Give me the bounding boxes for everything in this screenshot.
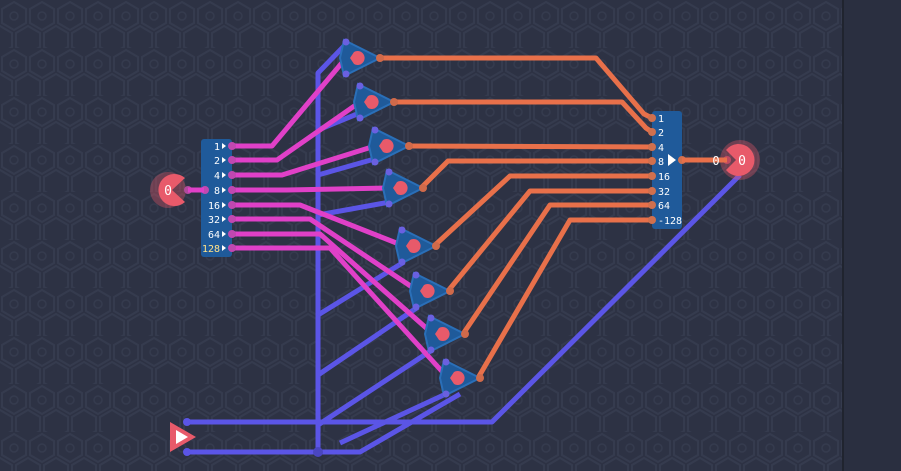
maker-bit-label: 2 — [658, 128, 664, 139]
splitter-bit-pin[interactable] — [228, 230, 236, 238]
splitter-bit-pin[interactable] — [228, 201, 236, 209]
maker-bit-label: 4 — [658, 143, 664, 154]
maker-bit-pin[interactable] — [648, 187, 656, 195]
maker-bit-label: 32 — [658, 187, 670, 198]
maker-bit-label: 64 — [658, 201, 670, 212]
maker-bit-pin[interactable] — [648, 172, 656, 180]
power-wire — [316, 347, 434, 428]
splitter-bit-arrow — [222, 231, 226, 237]
byte-maker[interactable]: 1 2 4 8 16 32 64 -128 — [648, 111, 686, 229]
maker-bit-pin[interactable] — [648, 216, 656, 224]
input-bit-wire — [232, 56, 348, 149]
not-gates-group — [338, 38, 484, 398]
not-gate[interactable] — [394, 226, 440, 266]
output-bit-wire — [378, 55, 654, 121]
output-display: 0 — [712, 154, 719, 168]
splitter-bit-pin[interactable] — [228, 244, 236, 252]
splitter-bit-pin[interactable] — [228, 156, 236, 164]
input-bit-wire — [232, 245, 450, 380]
side-panel — [842, 0, 901, 471]
power-wire — [315, 43, 347, 452]
power-wire — [318, 391, 462, 455]
splitter-bit-pin[interactable] — [228, 171, 236, 179]
output-bit-wire — [432, 173, 652, 248]
output-bit-wire — [475, 217, 652, 380]
maker-bit-pin[interactable] — [648, 157, 656, 165]
input-bit-wire — [232, 216, 420, 294]
not-gate[interactable] — [367, 126, 413, 166]
wire-junction — [313, 447, 323, 457]
not-gate[interactable] — [408, 271, 454, 311]
splitter-bit-label: 1 — [214, 142, 220, 153]
not-gate[interactable] — [438, 358, 484, 398]
power-wires — [187, 43, 742, 457]
not-gate[interactable] — [423, 314, 469, 354]
power-wire — [338, 390, 450, 446]
splitter-bit-label: 4 — [214, 171, 220, 182]
output-pin-value: 0 — [738, 154, 746, 169]
power-wire — [317, 199, 391, 218]
output-bit-wire — [460, 202, 652, 336]
power-wire — [317, 155, 379, 178]
splitter-bit-pin[interactable] — [228, 215, 236, 223]
maker-bit-pin[interactable] — [648, 143, 656, 151]
input-bit-wire — [232, 143, 376, 178]
output-bit-wire — [406, 143, 653, 150]
input-bit-wire — [232, 185, 390, 193]
splitter-bit-label: 8 — [214, 186, 220, 197]
splitter-bit-label: 16 — [208, 201, 220, 212]
maker-bit-label: -128 — [658, 216, 682, 227]
maker-bit-pin[interactable] — [648, 114, 656, 122]
input-pin[interactable]: 0 — [150, 171, 192, 208]
input-bit-wire — [232, 99, 362, 163]
power-wire — [187, 173, 742, 425]
byte-splitter-body — [201, 139, 232, 257]
not-gate[interactable] — [352, 82, 398, 122]
output-bit-wires — [378, 55, 654, 380]
input-bit-wire — [232, 231, 435, 336]
splitter-bit-arrow — [222, 216, 226, 222]
not-gate[interactable] — [338, 38, 384, 78]
output-pin[interactable]: 0 — [720, 140, 760, 180]
signal-source[interactable] — [170, 418, 196, 456]
maker-bit-label: 16 — [658, 172, 670, 183]
byte-splitter[interactable]: 1 2 4 8 16 32 64 128 — [201, 139, 236, 257]
output-bit-wire — [446, 188, 652, 293]
maker-output-arrow — [668, 154, 676, 166]
maker-bit-label: 1 — [658, 114, 664, 125]
hex-grid-pattern — [0, 0, 842, 471]
splitter-bit-pin[interactable] — [228, 186, 236, 194]
maker-bit-label: 8 — [658, 157, 664, 168]
splitter-bit-label: 2 — [214, 156, 220, 167]
byte-maker-body — [652, 111, 682, 229]
splitter-bit-label: 128 — [202, 244, 220, 255]
splitter-bit-arrow — [222, 187, 226, 193]
splitter-bit-arrow — [222, 172, 226, 178]
not-gate[interactable] — [381, 168, 427, 208]
input-bit-wire — [232, 202, 405, 249]
input-pin-value: 0 — [164, 184, 172, 199]
splitter-bit-arrow — [222, 157, 226, 163]
splitter-bit-arrow — [222, 143, 226, 149]
power-wire — [316, 304, 420, 378]
output-bit-wire — [419, 158, 652, 190]
splitter-bit-label: 32 — [208, 215, 220, 226]
splitter-bit-arrow — [222, 202, 226, 208]
input-bit-wires — [232, 56, 450, 380]
splitter-bit-label: 64 — [208, 230, 220, 241]
splitter-bit-arrow — [222, 245, 226, 251]
splitter-bit-pin[interactable] — [228, 142, 236, 150]
maker-bit-pin[interactable] — [648, 128, 656, 136]
maker-bit-pin[interactable] — [648, 201, 656, 209]
